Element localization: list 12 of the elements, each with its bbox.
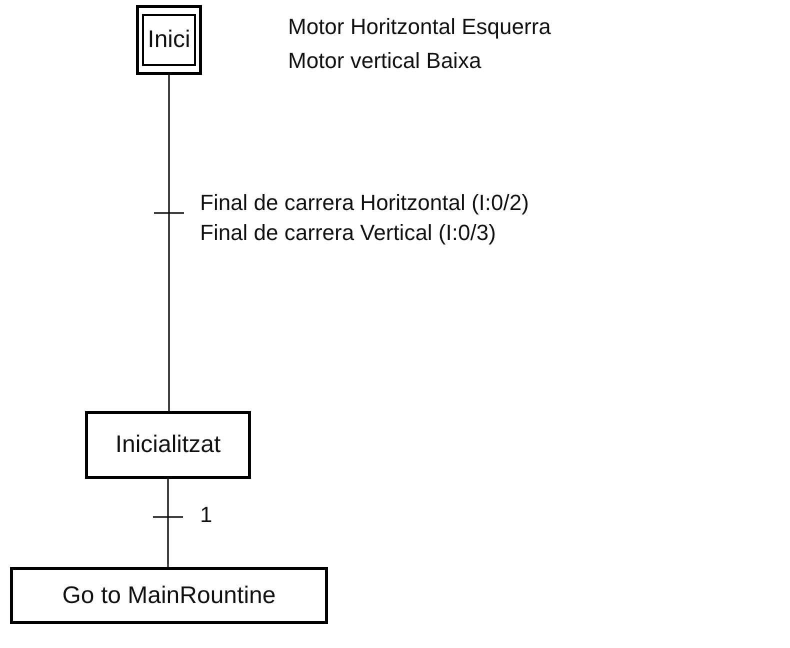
connector-line	[168, 75, 170, 411]
step-box	[85, 411, 251, 479]
step-label: Go to MainRountine	[62, 582, 276, 610]
connector-line	[167, 479, 169, 567]
step-label: Inicialitzat	[115, 431, 221, 459]
initial-step-box	[136, 5, 202, 75]
step-box	[10, 567, 328, 624]
step-label: Inici	[148, 26, 190, 54]
transition-condition: 1	[200, 501, 214, 529]
action-text: Motor Horitzontal Esquerra	[288, 13, 551, 41]
transition-condition: Final de carrera Horitzontal (I:0/2) Final de carrera Vertical (I:0/3)	[200, 189, 530, 247]
action-text: Motor vertical Baixa	[288, 47, 482, 75]
